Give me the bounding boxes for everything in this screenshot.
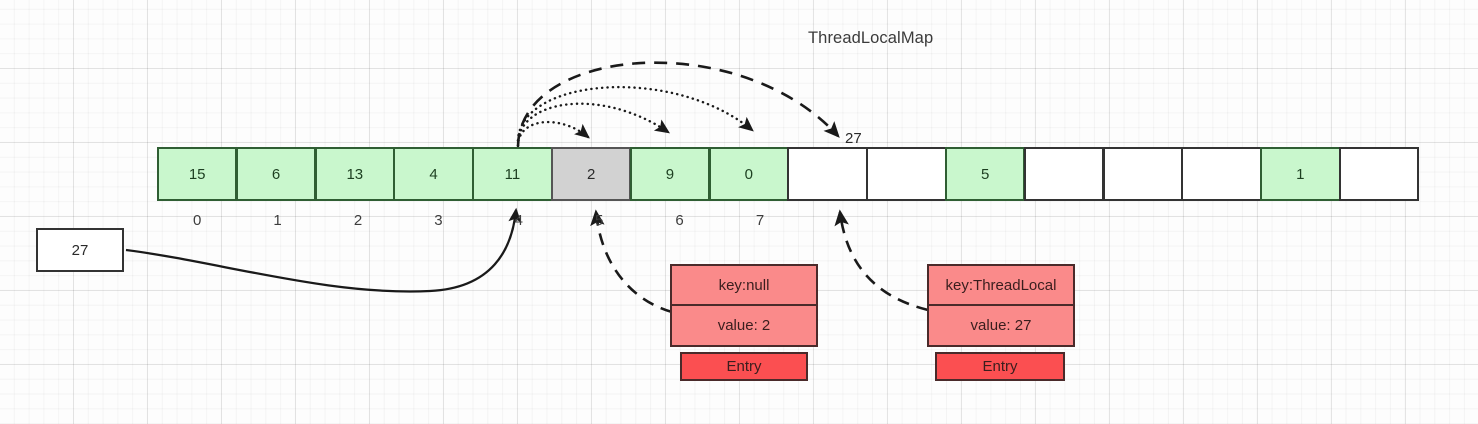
- array-cell-7: 0: [708, 147, 789, 201]
- array-cell-2: 13: [314, 147, 395, 201]
- array-cell-9: [866, 147, 947, 201]
- entry-type-tag: Entry: [680, 352, 808, 381]
- array-cell-5: 2: [550, 147, 632, 201]
- entry-key-field: key:null: [670, 264, 818, 306]
- arrow-threadlocal-entry-to-slot8: [834, 209, 929, 312]
- array-cell-13: [1181, 147, 1262, 201]
- entry-value-field: value: 2: [670, 304, 818, 347]
- entry-key-field: key:ThreadLocal: [927, 264, 1075, 306]
- entry-value-field: value: 27: [927, 304, 1075, 347]
- inserted-value-label: 27: [845, 130, 862, 147]
- array-cell-4: 11: [472, 147, 553, 201]
- array-cell-6: 9: [629, 147, 711, 201]
- diagram-title: ThreadLocalMap: [808, 29, 934, 47]
- index-label-0: 0: [193, 212, 202, 229]
- array-cell-14: 1: [1260, 147, 1341, 201]
- index-label-1: 1: [273, 212, 282, 229]
- array-cell-3: 4: [393, 147, 474, 201]
- insert-arc-slot4-to-slot8: [516, 61, 840, 147]
- entry-type-tag: Entry: [935, 352, 1065, 381]
- array-cell-0: 15: [157, 147, 238, 201]
- index-label-5: 5: [595, 212, 604, 229]
- array-cell-15: [1338, 147, 1420, 201]
- array-cell-12: [1102, 147, 1183, 201]
- array-cell-8: [787, 147, 868, 201]
- array-cell-10: 5: [944, 147, 1026, 201]
- array-cell-1: 6: [235, 147, 317, 201]
- index-label-2: 2: [353, 212, 363, 229]
- probe-arc-slot4-to-slot5: [516, 120, 590, 148]
- array-cell-11: [1023, 147, 1105, 201]
- entry-group-stale: key:null value: 2 Entry: [670, 264, 818, 382]
- source-value-box: 27: [36, 228, 124, 272]
- probe-arc-slot4-to-slot6: [516, 102, 670, 148]
- index-label-7: 7: [755, 212, 765, 229]
- entry-group-threadlocal: key:ThreadLocal value: 27 Entry: [927, 264, 1075, 382]
- index-label-3: 3: [434, 212, 443, 229]
- probe-arc-slot4-to-slot7: [516, 86, 754, 148]
- index-label-4: 4: [514, 212, 523, 229]
- index-label-6: 6: [675, 212, 684, 229]
